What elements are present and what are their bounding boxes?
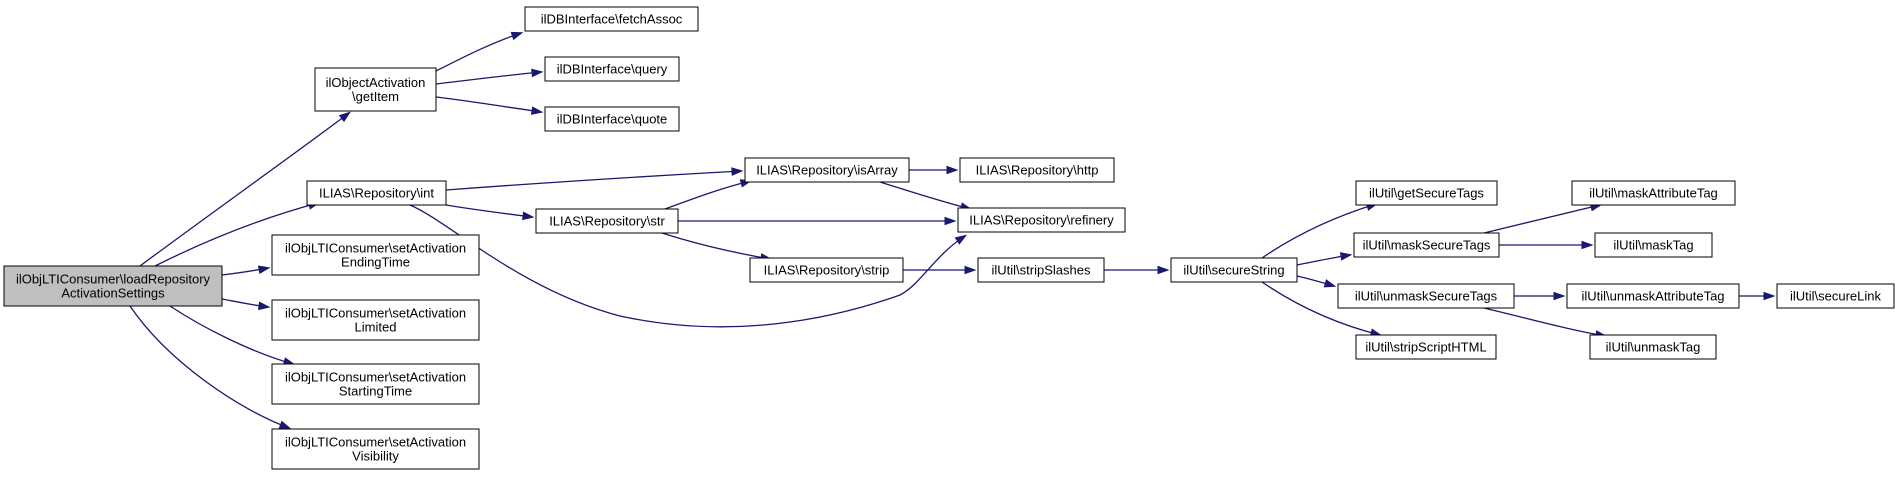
edge-secureString-to-unmaskSecureTags — [1296, 275, 1337, 288]
node-setLimited-label-1: Limited — [355, 320, 397, 335]
node-int-label-0: ILIAS\Repository\int — [319, 186, 434, 201]
node-unmaskSecureTags-label-0: ilUtil\unmaskSecureTags — [1355, 289, 1498, 304]
edge-root-to-setStarting — [169, 305, 296, 366]
node-unmaskSecureTags[interactable]: ilUtil\unmaskSecureTags — [1337, 283, 1515, 309]
edge-root-to-setVisibility — [129, 305, 292, 429]
edge-unmaskAttributeTag-to-secureLink — [1739, 291, 1776, 301]
edge-root-to-setEnding — [221, 265, 271, 276]
edge-str-to-isArray — [664, 179, 753, 210]
node-stripSlashes[interactable]: ilUtil\stripSlashes — [977, 257, 1105, 283]
node-getItem-label-1: \getItem — [352, 89, 399, 104]
node-getItem-label-0: ilObjectActivation — [326, 75, 426, 90]
node-int[interactable]: ILIAS\Repository\int — [306, 180, 447, 206]
node-strip-label-0: ILIAS\Repository\strip — [764, 263, 890, 278]
node-unmaskAttributeTag-label-0: ilUtil\unmaskAttributeTag — [1581, 289, 1724, 304]
call-edges — [129, 31, 1776, 429]
edge-unmaskSecureTags-to-unmaskAttributeTag — [1514, 291, 1566, 301]
node-setLimited-label-0: ilObjLTIConsumer\setActivation — [285, 306, 466, 321]
node-str-label-0: ILIAS\Repository\str — [549, 214, 665, 229]
node-secureString-label-0: ilUtil\secureString — [1183, 263, 1284, 278]
call-nodes: ilObjLTIConsumer\loadRepositoryActivatio… — [3, 6, 1895, 470]
node-stripSlashes-label-0: ilUtil\stripSlashes — [992, 263, 1091, 278]
edge-int-to-str — [445, 204, 535, 221]
node-isArray-label-0: ILIAS\Repository\isArray — [756, 163, 898, 178]
node-setStarting[interactable]: ilObjLTIConsumer\setActivationStartingTi… — [271, 363, 480, 405]
edge-str-to-refinery — [678, 216, 957, 226]
node-quote[interactable]: ilDBInterface\quote — [544, 106, 680, 132]
edge-getItem-to-query — [435, 68, 544, 85]
node-refinery[interactable]: ILIAS\Repository\refinery — [957, 207, 1126, 233]
edge-isArray-to-http — [909, 165, 959, 175]
node-maskSecureTags[interactable]: ilUtil\maskSecureTags — [1353, 232, 1500, 258]
node-stripScriptHTML-label-0: ilUtil\stripScriptHTML — [1365, 340, 1486, 355]
edge-str-to-strip — [661, 232, 773, 262]
edge-int-to-refinery — [409, 204, 968, 328]
node-maskSecureTags-label-0: ilUtil\maskSecureTags — [1363, 238, 1491, 253]
node-root-label-1: ActivationSettings — [61, 286, 165, 301]
node-refinery-label-0: ILIAS\Repository\refinery — [969, 213, 1114, 228]
node-getItem[interactable]: ilObjectActivation\getItem — [314, 67, 437, 112]
node-setEnding-label-0: ilObjLTIConsumer\setActivation — [285, 241, 466, 256]
edge-getItem-to-quote — [435, 96, 544, 115]
node-query[interactable]: ilDBInterface\query — [544, 56, 680, 82]
node-root-label-0: ilObjLTIConsumer\loadRepository — [16, 272, 211, 287]
node-fetchAssoc[interactable]: ilDBInterface\fetchAssoc — [524, 6, 699, 32]
node-setStarting-label-0: ilObjLTIConsumer\setActivation — [285, 370, 466, 385]
edge-secureString-to-maskSecureTags — [1296, 252, 1353, 266]
edge-int-to-isArray — [445, 167, 744, 191]
node-http[interactable]: ILIAS\Repository\http — [959, 157, 1115, 183]
edge-unmaskSecureTags-to-unmaskTag — [1483, 307, 1608, 339]
node-setVisibility-label-0: ilObjLTIConsumer\setActivation — [285, 435, 466, 450]
edge-getItem-to-fetchAssoc — [435, 31, 524, 72]
edge-isArray-to-refinery — [879, 181, 973, 211]
node-strip[interactable]: ILIAS\Repository\strip — [749, 257, 904, 283]
node-secureLink[interactable]: ilUtil\secureLink — [1776, 283, 1895, 309]
edge-root-to-getItem — [139, 111, 351, 267]
node-getSecureTags[interactable]: ilUtil\getSecureTags — [1355, 180, 1498, 206]
node-secureLink-label-0: ilUtil\secureLink — [1790, 289, 1882, 304]
node-maskAttributeTag-label-0: ilUtil\maskAttributeTag — [1589, 186, 1718, 201]
node-str[interactable]: ILIAS\Repository\str — [535, 208, 679, 234]
edge-strip-to-stripSlashes — [903, 265, 977, 275]
node-fetchAssoc-label-0: ilDBInterface\fetchAssoc — [541, 12, 683, 27]
edge-stripSlashes-to-secureString — [1104, 265, 1170, 275]
node-unmaskAttributeTag[interactable]: ilUtil\unmaskAttributeTag — [1566, 283, 1740, 309]
node-maskTag-label-0: ilUtil\maskTag — [1613, 238, 1693, 253]
node-unmaskTag[interactable]: ilUtil\unmaskTag — [1589, 334, 1717, 360]
node-quote-label-0: ilDBInterface\quote — [557, 112, 668, 127]
node-http-label-0: ILIAS\Repository\http — [976, 163, 1099, 178]
node-query-label-0: ilDBInterface\query — [557, 62, 668, 77]
edge-maskSecureTags-to-maskAttributeTag — [1483, 202, 1603, 234]
node-unmaskTag-label-0: ilUtil\unmaskTag — [1606, 340, 1701, 355]
node-maskTag[interactable]: ilUtil\maskTag — [1594, 232, 1713, 258]
node-root[interactable]: ilObjLTIConsumer\loadRepositoryActivatio… — [3, 265, 223, 307]
node-getSecureTags-label-0: ilUtil\getSecureTags — [1369, 186, 1484, 201]
node-setEnding-label-1: EndingTime — [341, 255, 410, 270]
edge-maskSecureTags-to-maskTag — [1499, 240, 1594, 250]
node-secureString[interactable]: ilUtil\secureString — [1170, 257, 1298, 283]
node-stripScriptHTML[interactable]: ilUtil\stripScriptHTML — [1355, 334, 1497, 360]
node-setStarting-label-1: StartingTime — [339, 384, 412, 399]
node-maskAttributeTag[interactable]: ilUtil\maskAttributeTag — [1571, 180, 1736, 206]
node-isArray[interactable]: ILIAS\Repository\isArray — [744, 157, 910, 183]
edge-root-to-setLimited — [221, 298, 271, 311]
node-setVisibility-label-1: Visibility — [352, 449, 399, 464]
